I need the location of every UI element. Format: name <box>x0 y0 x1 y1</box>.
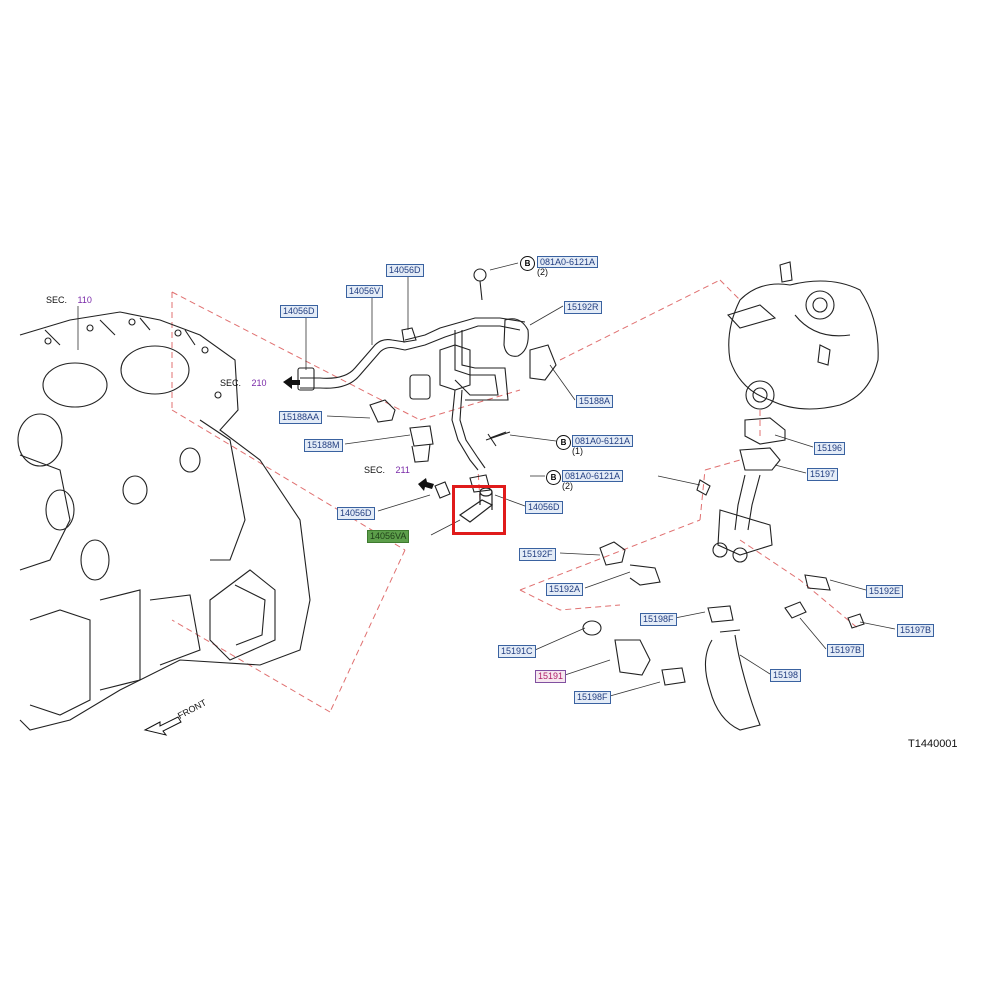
part-label-14056V[interactable]: 14056V <box>346 285 384 298</box>
engine-block-drawing <box>17 311 311 731</box>
dashed-reference-lines <box>171 279 861 713</box>
bolt-b-icon: B <box>546 470 561 485</box>
part-label-15198[interactable]: 15198 <box>770 669 802 682</box>
part-label-15198F[interactable]: 15198F <box>574 691 611 704</box>
bolt-callout-3[interactable]: 081A0-6121A (2) <box>562 470 624 491</box>
bolt-part-code: 081A0-6121A <box>537 256 599 268</box>
part-label-14056D[interactable]: 14056D <box>386 264 424 277</box>
part-label-15197B[interactable]: 15197B <box>897 624 935 637</box>
pipe-assembly-drawing <box>297 268 557 499</box>
part-label-15198F[interactable]: 15198F <box>640 613 677 626</box>
section-number: 211 <box>395 465 410 475</box>
selected-part-highlight <box>452 485 506 535</box>
turbocharger-drawing <box>696 261 879 629</box>
bolt-quantity: (1) <box>572 446 583 456</box>
part-label-14056D[interactable]: 14056D <box>337 507 375 520</box>
part-label-15188A[interactable]: 15188A <box>576 395 614 408</box>
bolt-part-code: 081A0-6121A <box>562 470 624 482</box>
bolt-callout-2[interactable]: 081A0-6121A (1) <box>572 435 634 456</box>
part-label-15188AA[interactable]: 15188AA <box>279 411 323 424</box>
part-label-14056D[interactable]: 14056D <box>525 501 563 514</box>
part-label-15197[interactable]: 15197 <box>807 468 839 481</box>
part-label-15192R[interactable]: 15192R <box>564 301 602 314</box>
section-prefix: SEC. <box>46 295 68 305</box>
section-arrows <box>143 376 434 736</box>
section-ref-110[interactable]: SEC. 110 <box>46 295 92 305</box>
bolt-quantity: (2) <box>537 267 548 277</box>
part-label-14056D[interactable]: 14056D <box>280 305 318 318</box>
bolt-quantity: (2) <box>562 481 573 491</box>
diagram-id: T1440001 <box>908 738 958 750</box>
part-label-15188M[interactable]: 15188M <box>304 439 343 452</box>
section-number: 210 <box>251 378 267 388</box>
leader-lines <box>77 262 896 697</box>
highlighted-fitting-drawing <box>458 487 494 523</box>
part-label-15191[interactable]: 15191 <box>535 670 567 683</box>
part-label-15196[interactable]: 15196 <box>814 442 846 455</box>
part-label-15197B[interactable]: 15197B <box>827 644 865 657</box>
bolt-b-icon: B <box>520 256 535 271</box>
section-prefix: SEC. <box>364 465 386 475</box>
section-number: 110 <box>77 295 92 305</box>
section-prefix: SEC. <box>220 378 242 388</box>
part-label-15191C[interactable]: 15191C <box>498 645 536 658</box>
section-ref-210[interactable]: SEC. 210 <box>220 378 267 388</box>
part-label-15192F[interactable]: 15192F <box>519 548 556 561</box>
part-label-15192A[interactable]: 15192A <box>546 583 584 596</box>
part-label-15192E[interactable]: 15192E <box>866 585 904 598</box>
bolt-callout-1[interactable]: 081A0-6121A (2) <box>537 256 599 277</box>
bolt-b-icon: B <box>556 435 571 450</box>
bolt-part-code: 081A0-6121A <box>572 435 634 447</box>
oil-return-hose-drawing <box>582 541 761 731</box>
part-label-14056VA-selected[interactable]: 14056VA <box>367 530 410 543</box>
section-ref-211[interactable]: SEC. 211 <box>364 465 410 475</box>
